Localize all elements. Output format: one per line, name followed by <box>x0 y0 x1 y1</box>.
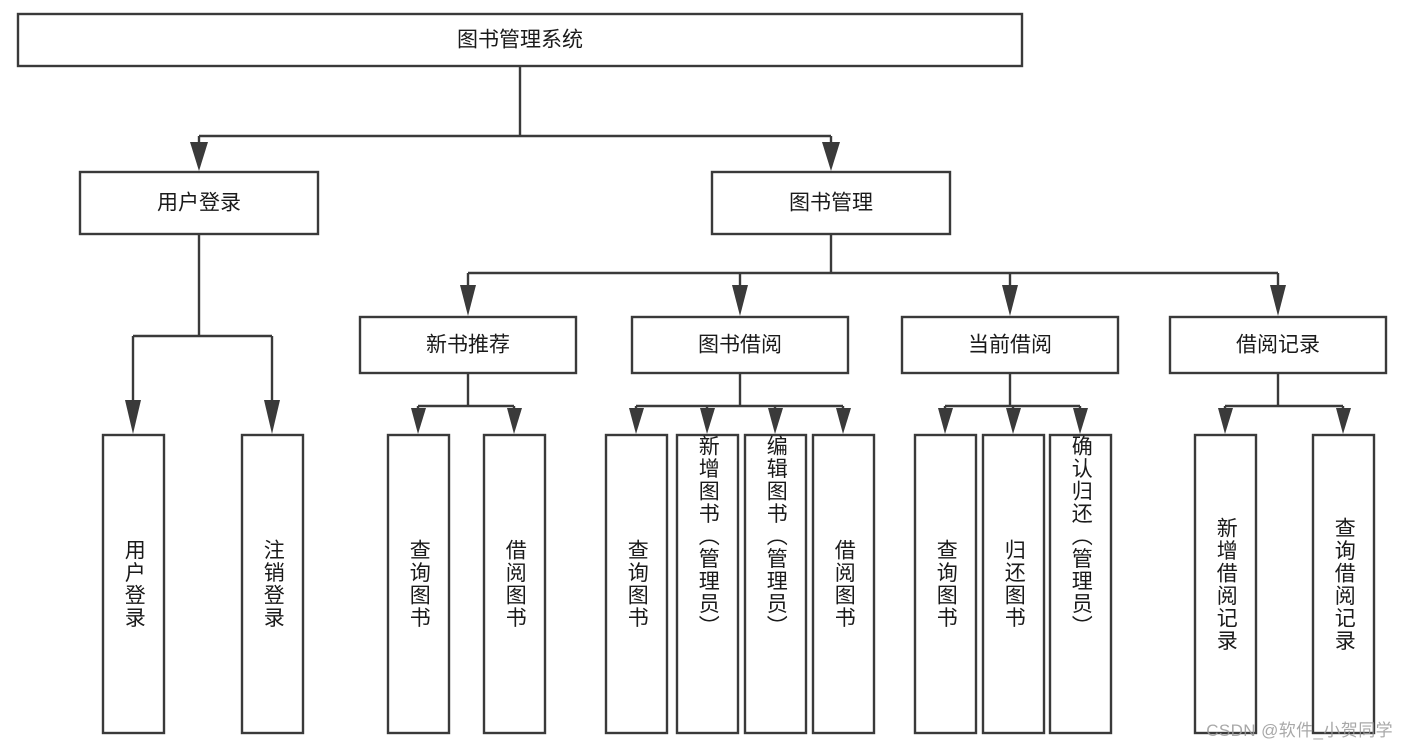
node-label-book-manage: 图书管理 <box>789 192 873 215</box>
node-box-leaf-query-book-1[interactable] <box>386 433 451 735</box>
node-box-leaf-query-book-2[interactable] <box>604 433 669 735</box>
node-label-book-borrow: 图书借阅 <box>698 334 782 357</box>
connector-group-root <box>190 66 840 171</box>
arrow-head-leaf-user-logout <box>264 400 280 434</box>
csdn-watermark: CSDN @软件_小贺同学 <box>1206 721 1393 740</box>
arrow-head-leaf-query-book-2 <box>629 408 644 434</box>
node-label-current-borrow: 当前借阅 <box>968 334 1052 357</box>
arrow-head-leaf-confirm-return <box>1073 408 1088 434</box>
node-label-user-login: 用户登录 <box>157 192 241 215</box>
node-box-book-manage[interactable] <box>710 170 952 236</box>
node-box-book-borrow[interactable] <box>630 315 850 375</box>
node-box-current-borrow[interactable] <box>900 315 1120 375</box>
node-box-leaf-edit-book[interactable] <box>743 433 808 735</box>
connector-group-user-login <box>125 234 280 434</box>
arrow-head-leaf-query-book-3 <box>938 408 953 434</box>
arrow-head-leaf-borrow-book-2 <box>836 408 851 434</box>
arrow-head-leaf-add-book <box>700 408 715 434</box>
node-root[interactable]: 图书管理系统 <box>16 12 1024 68</box>
node-box-borrow-record[interactable] <box>1168 315 1388 375</box>
node-box-leaf-confirm-return[interactable] <box>1048 433 1113 735</box>
node-box-user-login[interactable] <box>78 170 320 236</box>
node-box-leaf-return-book[interactable] <box>981 433 1046 735</box>
node-borrow-record[interactable]: 借阅记录 <box>1168 315 1388 375</box>
node-current-borrow[interactable]: 当前借阅 <box>900 315 1120 375</box>
arrow-head-current-borrow <box>1002 285 1018 316</box>
leaf-boxes <box>101 433 1376 735</box>
node-label-new-book-rec: 新书推荐 <box>426 334 510 357</box>
node-box-leaf-add-record[interactable] <box>1193 433 1258 735</box>
node-new-book-rec[interactable]: 新书推荐 <box>358 315 578 375</box>
node-box-root[interactable] <box>16 12 1024 68</box>
arrow-head-leaf-query-book-1 <box>411 408 426 434</box>
arrow-head-leaf-borrow-book-1 <box>507 408 522 434</box>
node-box-leaf-query-record[interactable] <box>1311 433 1376 735</box>
node-user-login[interactable]: 用户登录 <box>78 170 320 236</box>
arrow-head-book-borrow <box>732 285 748 316</box>
node-box-leaf-borrow-book-2[interactable] <box>811 433 876 735</box>
node-box-leaf-query-book-3[interactable] <box>913 433 978 735</box>
connector-group-borrow-record <box>1218 373 1351 434</box>
node-label-root: 图书管理系统 <box>457 29 583 52</box>
arrow-head-leaf-add-record <box>1218 408 1233 434</box>
node-box-leaf-user-login[interactable] <box>101 433 166 735</box>
connector-group-current-borrow <box>938 373 1088 434</box>
node-book-manage[interactable]: 图书管理 <box>710 170 952 236</box>
connector-group-book-manage <box>460 234 1286 316</box>
arrow-head-leaf-edit-book <box>768 408 783 434</box>
node-box-leaf-user-logout[interactable] <box>240 433 305 735</box>
node-book-borrow[interactable]: 图书借阅 <box>630 315 850 375</box>
arrow-head-leaf-return-book <box>1006 408 1021 434</box>
arrow-head-borrow-record <box>1270 285 1286 316</box>
connector-group-new-book-rec <box>411 373 522 434</box>
arrow-head-book-manage <box>822 142 840 171</box>
node-box-leaf-borrow-book-1[interactable] <box>482 433 547 735</box>
arrow-head-user-login <box>190 142 208 171</box>
node-box-new-book-rec[interactable] <box>358 315 578 375</box>
connector-group-book-borrow <box>629 373 851 434</box>
node-box-leaf-add-book[interactable] <box>675 433 740 735</box>
arrow-head-leaf-query-record <box>1336 408 1351 434</box>
arrow-head-new-book-rec <box>460 285 476 316</box>
node-label-borrow-record: 借阅记录 <box>1236 334 1320 357</box>
arrow-head-leaf-user-login <box>125 400 141 434</box>
